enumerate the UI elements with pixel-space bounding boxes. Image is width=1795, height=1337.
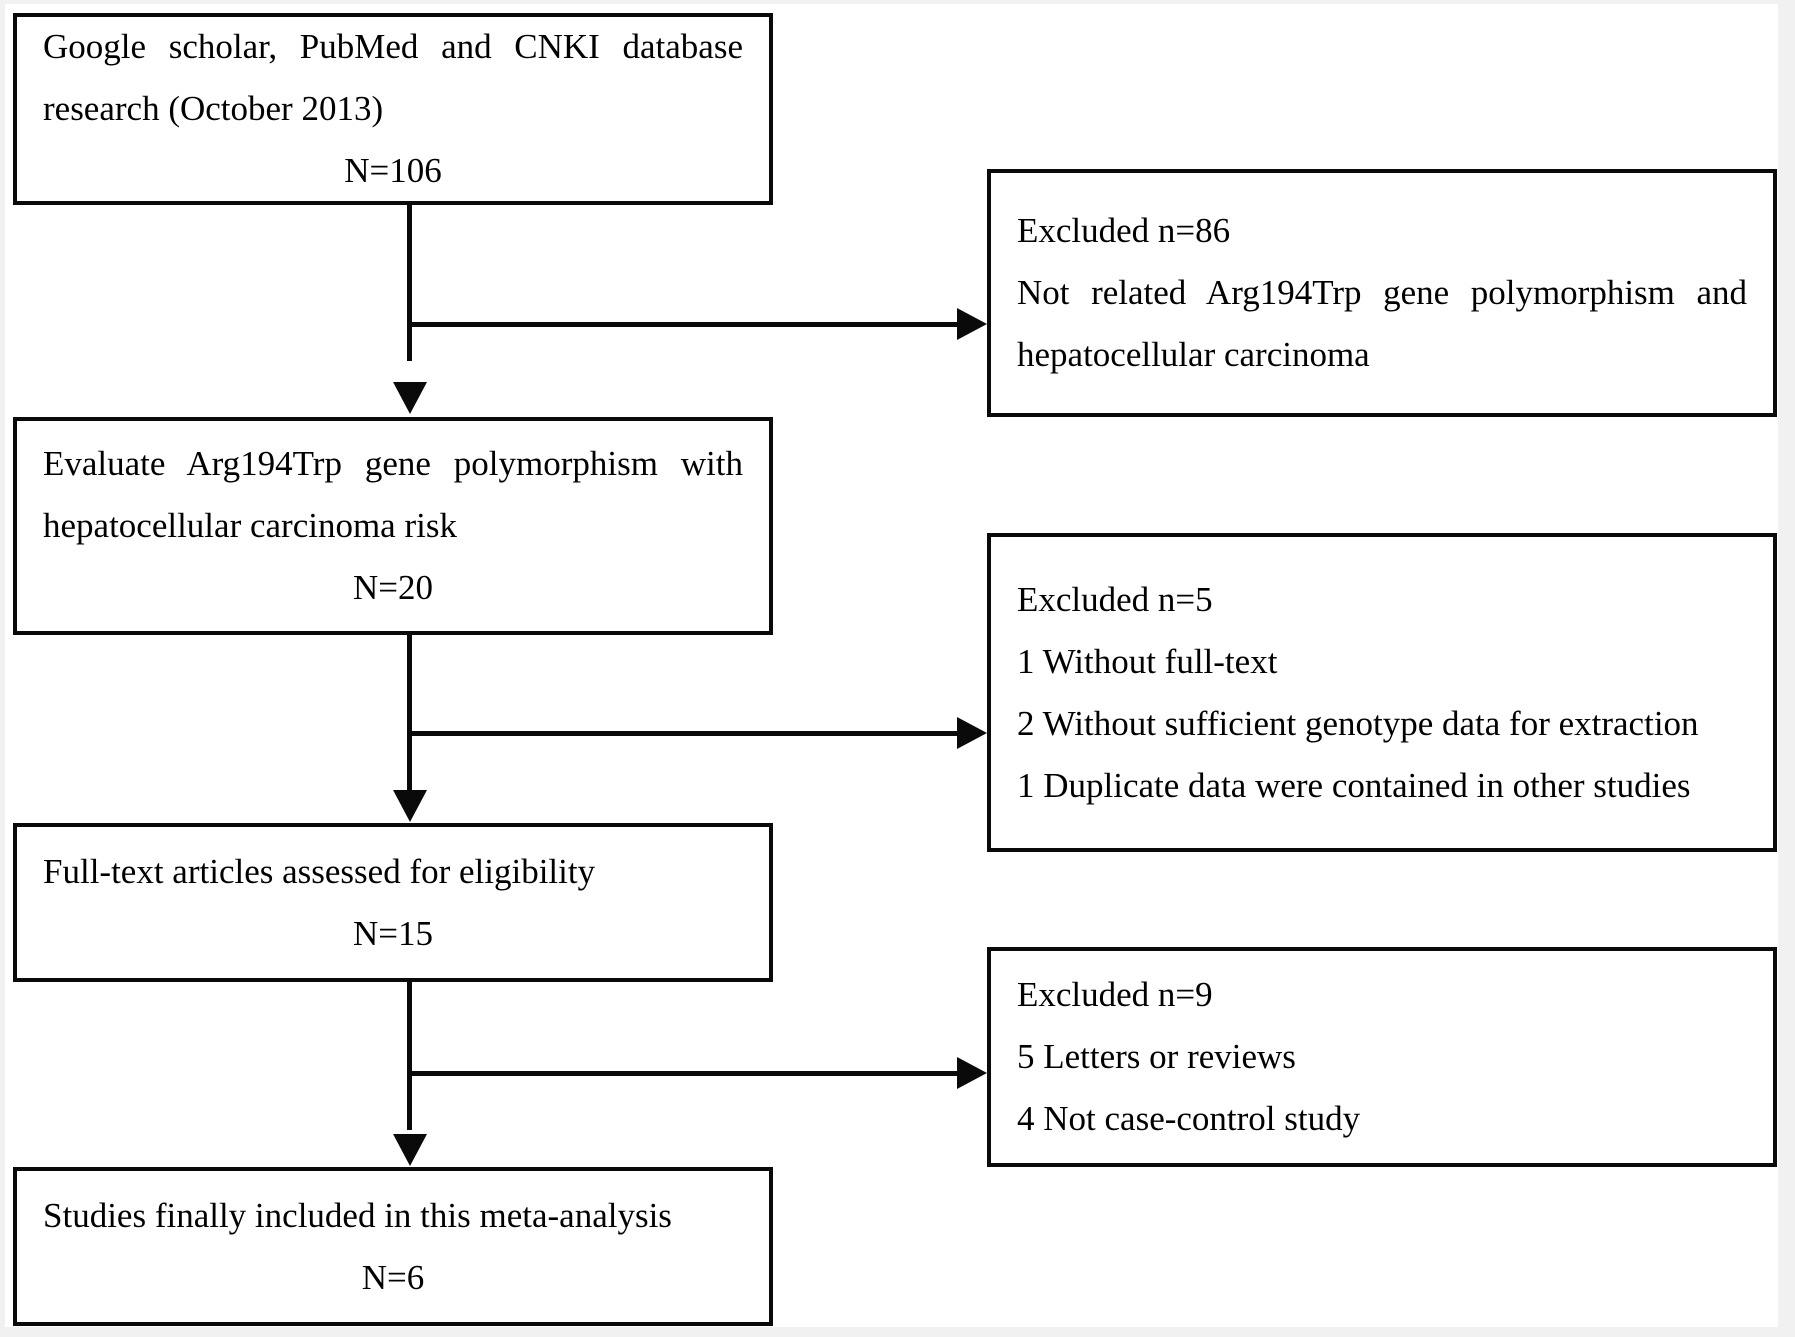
arrow-right-excluded-2: [957, 717, 987, 749]
arrow-right-excluded-1: [957, 308, 987, 340]
node-included[interactable]: Studies finally included in this meta-an…: [13, 1167, 773, 1326]
node-identification-line-3: N=106: [344, 151, 442, 190]
node-excluded-2-line-1: Excluded n=5: [1017, 579, 1213, 619]
node-excluded-1-text: Excluded n=86 Not related Arg194Trp gene…: [991, 200, 1773, 386]
node-excluded-1-line-1: Excluded n=86: [1017, 211, 1231, 250]
node-identification-text: Google scholar, PubMed and CNKI database…: [17, 16, 769, 202]
node-excluded-3-line-3: 4 Not case-control study: [1017, 1099, 1361, 1138]
node-evaluate-line-3: N=20: [352, 568, 433, 607]
node-excluded-2-line-2: 1 Without full-text: [1017, 641, 1278, 681]
node-excluded-2-line-4: 1 Duplicate data were contained in other…: [1017, 765, 1691, 805]
node-excluded-3-line-1: Excluded n=9: [1017, 975, 1213, 1014]
arrow-down-to-eligibility: [393, 790, 427, 822]
node-eligibility-text: Full-text articles assessed for eligibil…: [17, 841, 769, 965]
node-excluded-2[interactable]: Excluded n=5 1 Without full-text 2 Witho…: [987, 533, 1777, 852]
connector-vline-3: [407, 980, 412, 1130]
connector-hline-to-excluded-2: [407, 731, 959, 736]
connector-hline-to-excluded-1: [407, 322, 959, 327]
node-identification-line-1: Google scholar, PubMed and CNKI database: [43, 27, 743, 66]
connector-vline-2: [407, 635, 412, 805]
node-evaluate-line-2: hepatocellular carcinoma risk: [43, 506, 457, 545]
node-excluded-1-line-2: Not related Arg194Trp gene polymorphism …: [1017, 273, 1747, 312]
connector-vline-1: [407, 201, 412, 361]
node-excluded-1-line-3: hepatocellular carcinoma: [1017, 335, 1370, 374]
node-evaluate[interactable]: Evaluate Arg194Trp gene polymorphism wit…: [13, 417, 773, 635]
node-included-text: Studies finally included in this meta-an…: [17, 1185, 769, 1309]
node-identification-line-2: research (October 2013): [43, 89, 384, 128]
node-evaluate-line-1: Evaluate Arg194Trp gene polymorphism wit…: [43, 444, 743, 483]
node-eligibility-line-2: N=15: [352, 913, 433, 953]
node-excluded-1[interactable]: Excluded n=86 Not related Arg194Trp gene…: [987, 169, 1777, 417]
arrow-down-to-included: [393, 1134, 427, 1166]
arrow-down-to-evaluate: [393, 382, 427, 414]
node-eligibility[interactable]: Full-text articles assessed for eligibil…: [13, 823, 773, 982]
node-excluded-3[interactable]: Excluded n=9 5 Letters or reviews 4 Not …: [987, 947, 1777, 1167]
node-excluded-2-line-3: 2 Without sufficient genotype data for e…: [1017, 703, 1699, 743]
node-excluded-2-text: Excluded n=5 1 Without full-text 2 Witho…: [991, 569, 1773, 817]
node-excluded-3-line-2: 5 Letters or reviews: [1017, 1037, 1296, 1076]
node-eligibility-line-1: Full-text articles assessed for eligibil…: [43, 851, 596, 891]
node-included-line-2: N=6: [361, 1257, 425, 1297]
node-identification[interactable]: Google scholar, PubMed and CNKI database…: [13, 13, 773, 205]
node-evaluate-text: Evaluate Arg194Trp gene polymorphism wit…: [17, 433, 769, 619]
node-included-line-1: Studies finally included in this meta-an…: [43, 1195, 672, 1235]
arrow-right-excluded-3: [957, 1057, 987, 1089]
connector-hline-to-excluded-3: [407, 1071, 959, 1076]
node-excluded-3-text: Excluded n=9 5 Letters or reviews 4 Not …: [991, 964, 1773, 1150]
